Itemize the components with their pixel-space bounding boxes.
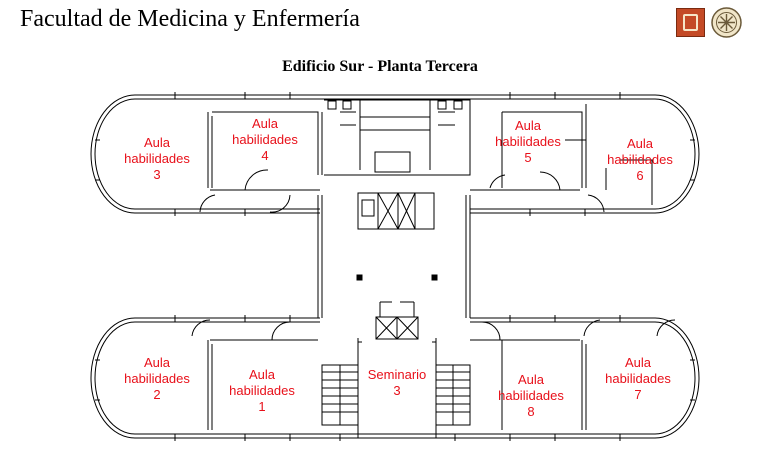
room-aula-habilidades-8: Aula habilidades 8 xyxy=(498,372,564,419)
room-aula-habilidades-1: Aula habilidades 1 xyxy=(229,367,295,414)
room-aula-habilidades-3: Aula habilidades 3 xyxy=(124,135,190,182)
room-aula-habilidades-2: Aula habilidades 2 xyxy=(124,355,190,402)
room-aula-habilidades-6: Aula habilidades 6 xyxy=(607,136,673,183)
room-aula-habilidades-5: Aula habilidades 5 xyxy=(495,118,561,165)
room-aula-habilidades-4: Aula habilidades 4 xyxy=(232,116,298,163)
central-corridor-walls xyxy=(317,192,471,340)
room-seminario-3: Seminario 3 xyxy=(367,367,427,398)
bottom-wing-walls xyxy=(90,315,700,441)
top-wing-walls xyxy=(90,92,700,216)
plan-title: Edificio Sur - Planta Tercera xyxy=(282,58,478,75)
faculty-seal-icon xyxy=(711,7,742,38)
room-aula-habilidades-7: Aula habilidades 7 xyxy=(605,355,671,402)
faculty-title: Facultad de Medicina y Enfermería xyxy=(20,6,360,32)
university-crest-icon xyxy=(676,8,705,37)
